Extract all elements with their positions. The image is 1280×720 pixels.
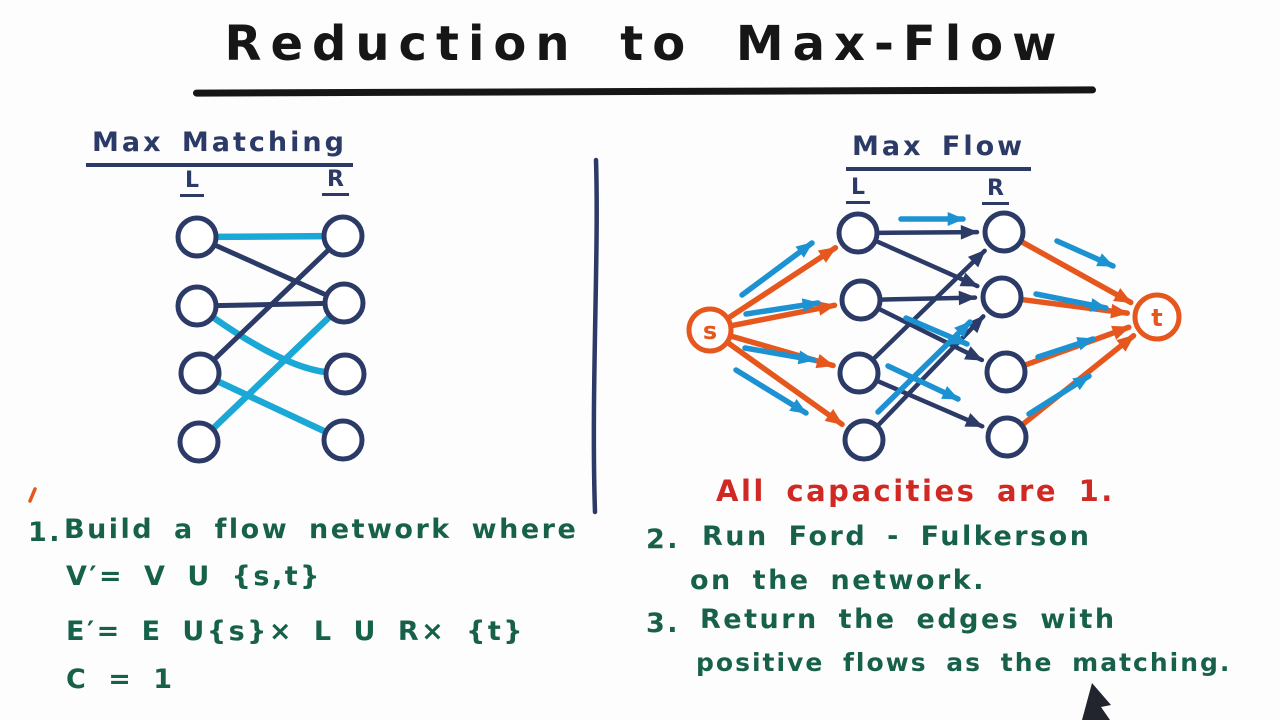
step-1-number: 1. — [28, 517, 63, 548]
flow-column-label-r: R — [982, 176, 1009, 205]
page-title: Reduction to Max-Flow — [224, 16, 1066, 72]
flow-node-t — [1132, 292, 1182, 342]
flow-direction-arrow-10 — [1033, 291, 1109, 312]
matching-column-label-l: L — [180, 168, 205, 197]
decorations — [28, 157, 1111, 720]
matching-node-L1 — [175, 215, 219, 259]
flow-edge-L3-R1 — [871, 248, 987, 362]
matching-node-L3 — [178, 351, 222, 395]
flow-edge-R1-t — [1018, 238, 1134, 306]
matching-edge-L2-R3-matched — [208, 313, 331, 376]
step-3-line-1: Return the edges with — [700, 604, 1117, 635]
flow-node-L2 — [839, 278, 883, 322]
step-3-number: 3. — [646, 608, 681, 639]
flow-edge-L3-R4 — [875, 378, 985, 429]
matching-edge-L1-R2 — [210, 241, 331, 299]
capacities-caption: All capacities are 1. — [716, 474, 1115, 508]
flow-node-L4 — [842, 418, 886, 462]
matching-edge-L3-R4-matched — [213, 377, 330, 436]
flow-heading: Max Flow — [846, 131, 1032, 171]
flow-node-R3 — [984, 350, 1028, 394]
flow-edge-L1-R1 — [875, 224, 980, 240]
flow-direction-arrow-7 — [885, 363, 961, 402]
flow-direction-arrow-1 — [739, 240, 815, 298]
source-node-label: s — [703, 317, 717, 345]
sink-node-label: t — [1151, 304, 1162, 332]
matching-node-L2 — [175, 284, 219, 328]
flow-edge-L2-R2 — [878, 290, 978, 306]
flow-direction-arrow-2 — [743, 298, 821, 317]
flow-direction-arrow-8 — [875, 319, 973, 415]
max-matching-graph — [175, 214, 367, 464]
matching-node-R1 — [321, 214, 365, 258]
step-1-line-1: Build a flow network where — [64, 514, 579, 545]
flow-direction-arrow-3 — [742, 345, 817, 365]
flow-edge-s-L4 — [725, 340, 845, 428]
mouse-cursor — [1082, 683, 1111, 720]
flow-column-label-l: L — [846, 175, 871, 204]
flow-node-s — [686, 306, 734, 354]
matching-node-R4 — [321, 418, 365, 462]
flow-node-R4 — [985, 415, 1029, 459]
step-2-line-2: on the network. — [690, 565, 986, 596]
matching-edge-L4-R2-matched — [208, 312, 335, 433]
matching-node-R2 — [322, 281, 366, 325]
flow-node-R1 — [982, 210, 1026, 254]
matching-node-L4 — [177, 420, 221, 464]
step-2-number: 2. — [646, 524, 681, 555]
flow-node-R2 — [980, 275, 1024, 319]
step-1-line-2: V′= V U {s,t} — [66, 561, 322, 592]
flow-direction-arrow-11 — [1035, 336, 1096, 360]
step-1-line-3: E′= E U{s}× L U R× {t} — [66, 616, 525, 647]
stray-orange-tick — [28, 487, 37, 503]
step-1-line-4: C = 1 — [66, 664, 175, 695]
flow-direction-arrow-12 — [1026, 373, 1092, 417]
flow-edge-L1-R2 — [874, 238, 980, 289]
matching-column-label-r: R — [322, 167, 349, 196]
matching-edge-L1-R1-matched — [211, 232, 329, 241]
flow-direction-arrow-9 — [1054, 238, 1116, 269]
step-2-line-1: Run Ford - Fulkerson — [702, 521, 1092, 552]
flow-edge-s-L1 — [725, 245, 839, 321]
matching-heading: Max Matching — [86, 127, 353, 167]
flow-node-L1 — [836, 211, 880, 255]
flow-direction-arrow-6 — [903, 315, 970, 347]
matching-edge-L3-R1 — [210, 245, 333, 364]
matching-node-R3 — [323, 352, 367, 396]
flow-node-L3 — [837, 351, 881, 395]
step-3-line-2: positive flows as the matching. — [696, 648, 1232, 677]
section-divider — [591, 157, 599, 515]
flow-edge-R2-t — [1019, 296, 1130, 319]
flow-edge-L2-R3 — [876, 306, 985, 363]
flow-direction-arrow-4 — [733, 367, 809, 416]
